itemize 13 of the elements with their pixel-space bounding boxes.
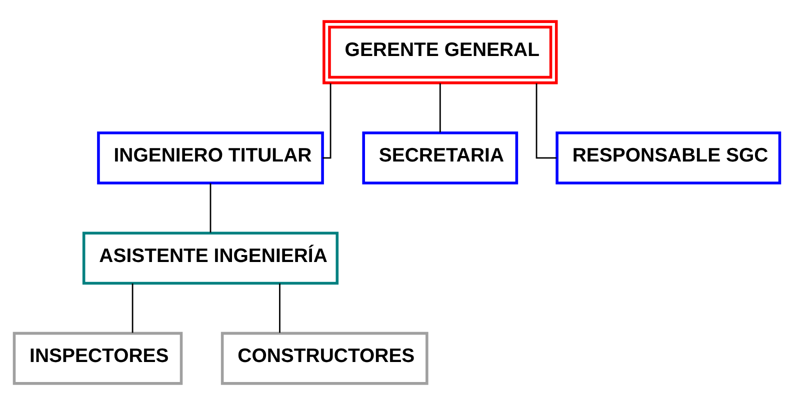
connector [536,82,557,158]
node-box: RESPONSABLE SGC [556,131,782,184]
connector [279,282,280,332]
node-box: GERENTE GENERAL [322,20,558,84]
node-box: INSPECTORES [12,331,183,384]
connector [210,182,212,232]
node-box: CONSTRUCTORES [220,331,428,384]
connector [439,82,441,132]
node-box: ASISTENTE INGENIERÍA [82,231,339,284]
connector [322,82,332,158]
connector [132,282,134,332]
node-box: SECRETARIA [362,131,518,184]
node-box: INGENIERO TITULAR [97,131,324,184]
